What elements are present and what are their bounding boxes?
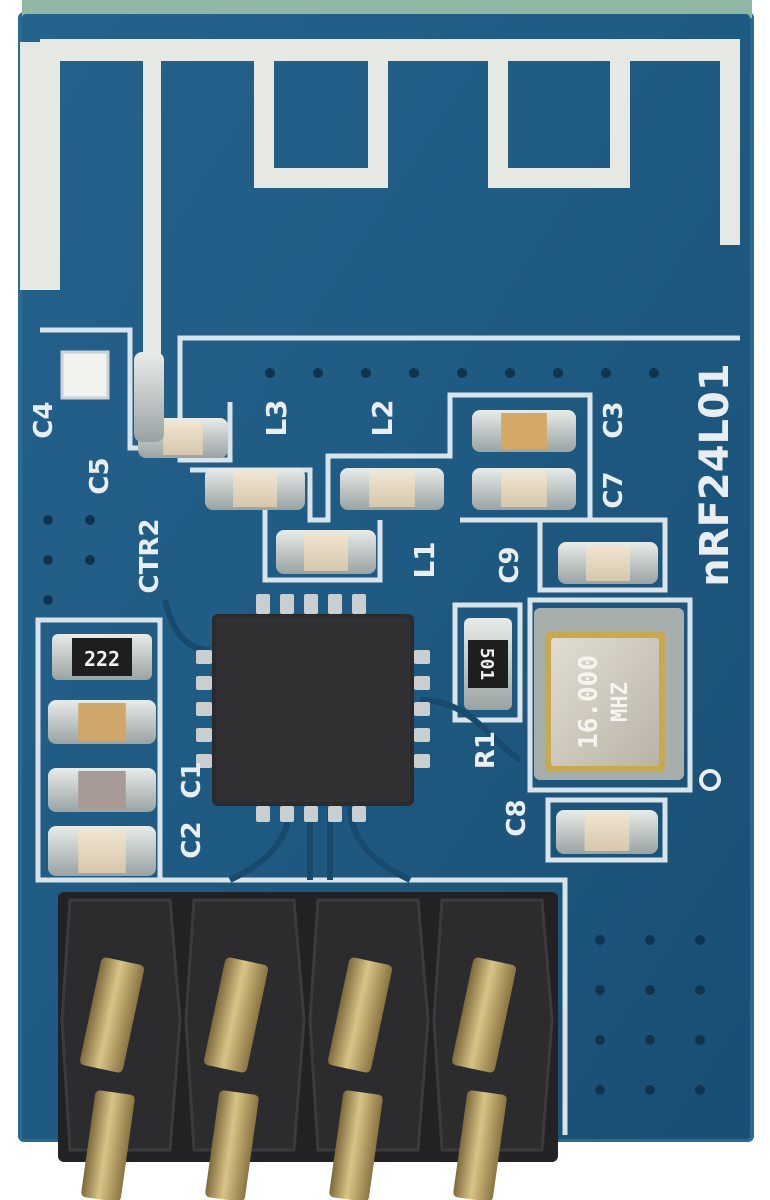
antenna-feed-pad	[134, 352, 164, 442]
test-pad	[60, 350, 110, 400]
header-pin-1	[60, 898, 182, 1200]
resistor-222: 222	[52, 634, 152, 680]
label-c1: C1	[177, 761, 207, 798]
label-r1: R1	[471, 731, 501, 769]
cap-c8	[556, 810, 658, 854]
smd-components	[48, 352, 658, 876]
label-c5: C5	[85, 457, 115, 494]
header-pin-3	[308, 898, 430, 1200]
resistor-r1: 501	[464, 618, 512, 710]
label-c8: C8	[502, 799, 532, 836]
silkscreen-labels: nRF24L01 C4 C5 L3 L2 C3 C7 L1 C9 CTR2 R1…	[29, 363, 738, 858]
cap-c7	[472, 468, 576, 510]
inductor-l1	[276, 530, 376, 574]
cap-l3	[205, 468, 305, 510]
cap-l2	[340, 468, 444, 510]
label-l3: L3	[260, 399, 293, 436]
pin-header	[58, 892, 558, 1200]
cap-c3	[472, 410, 576, 452]
cap-c1	[48, 768, 156, 812]
label-c2: C2	[177, 821, 207, 858]
label-c7: C7	[599, 471, 629, 508]
header-pin-2	[184, 898, 306, 1200]
pcb-antenna-trace	[20, 39, 740, 420]
resistor-r1-marking: 501	[476, 648, 497, 681]
resistor-222-marking: 222	[84, 647, 120, 671]
silkscreen-outlines	[35, 327, 740, 1135]
via-holes	[43, 368, 721, 1095]
crystal-unit-text: MHZ	[608, 682, 633, 722]
label-c4: C4	[29, 401, 59, 438]
cap-1	[48, 700, 156, 744]
label-l2: L2	[366, 399, 399, 436]
crystal-frequency-text: 16.000	[574, 655, 604, 749]
crystal-oscillator: 16.000 MHZ	[534, 608, 684, 780]
label-c3: C3	[599, 401, 629, 438]
model-label: nRF24L01	[692, 363, 738, 586]
label-l1: L1	[408, 541, 441, 578]
nrf24l01-chip	[196, 594, 430, 822]
cap-c9	[558, 542, 658, 584]
cap-c2	[48, 826, 156, 876]
header-pin-4	[432, 898, 554, 1200]
label-c9: C9	[495, 546, 525, 583]
label-ctr2: CTR2	[135, 519, 165, 594]
